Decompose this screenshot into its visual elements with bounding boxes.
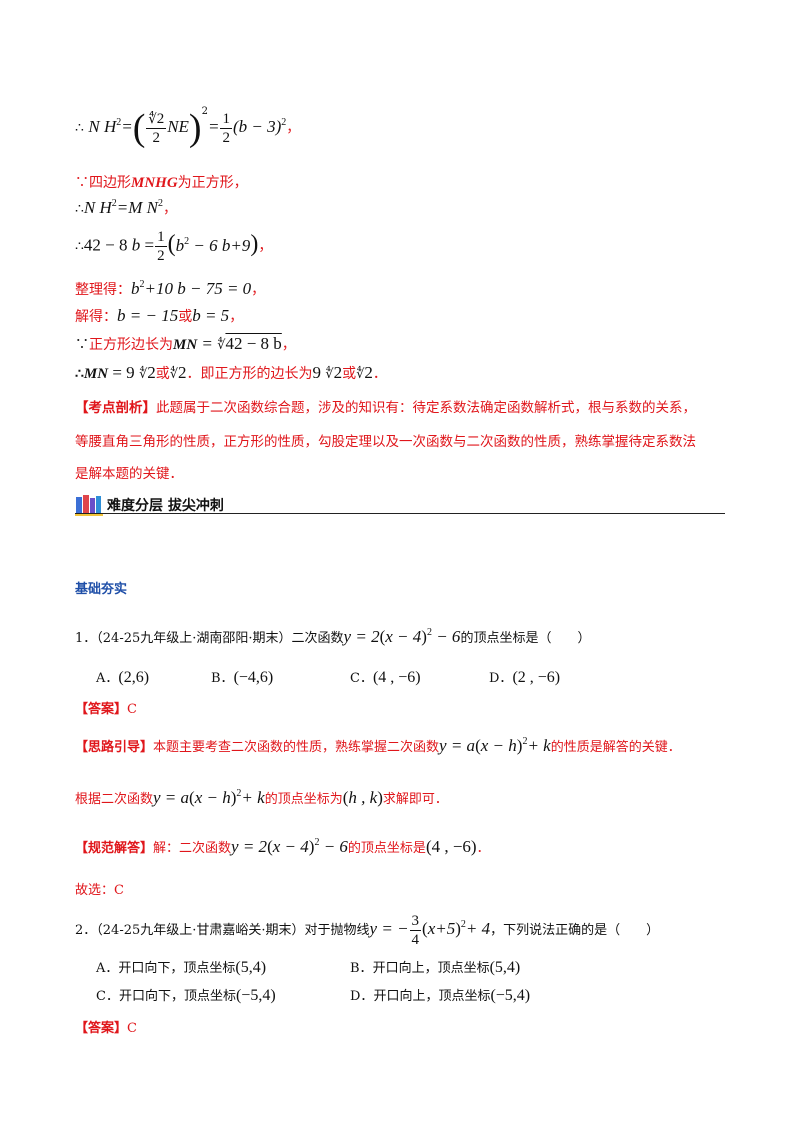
solve-line: 解得：b = − 15或b = 5， [75, 306, 244, 325]
analysis-line-1: 【考点剖析】此题属于二次函数综合题，涉及的知识有：待定系数法确定函数解析式，根与… [75, 400, 696, 416]
books-icon [75, 495, 103, 516]
q1-option-b[interactable]: B．(−4,6) [211, 669, 274, 686]
q1-basis: 根据二次函数y = a(x − h)2+ k的顶点坐标为(h , k)求解即可． [75, 788, 448, 807]
q1-hint: 【思路引导】本题主要考查二次函数的性质，熟练掌握二次函数y = a(x − h)… [75, 736, 681, 755]
eq-nh-mn: ∴N H2=M N2， [75, 198, 178, 217]
q1-option-a[interactable]: A．(2,6) [96, 669, 150, 686]
section-title: 基础夯实 [75, 582, 128, 597]
q1-stem: 1．（24-25九年级上·湖南邵阳·期末）二次函数y = 2(x − 4)2 −… [75, 627, 591, 646]
q1-final: 故选：C [75, 883, 124, 898]
q2-option-b[interactable]: B．开口向上，顶点坐标(5,4) [350, 959, 521, 976]
q2-answer: 【答案】C [75, 1021, 137, 1036]
section-header-title: 难度分层 拔尖冲刺 [107, 498, 224, 514]
q1-option-c[interactable]: C．(4 , −6) [350, 669, 421, 686]
q1-solution: 【规范解答】解：二次函数y = 2(x − 4)2 − 6的顶点坐标是(4 , … [75, 837, 490, 856]
q1-option-d[interactable]: D．(2 , −6) [489, 669, 561, 686]
q2-option-c[interactable]: C．开口向下，顶点坐标(−5,4) [96, 987, 276, 1004]
section-header: 难度分层 拔尖冲刺 [75, 494, 725, 516]
square-statement: ∵四边形MNHG为正方形， [75, 175, 248, 191]
side-length-line: ∵正方形边长为MN = ∜42 − 8 b， [75, 334, 296, 353]
q2-option-d[interactable]: D．开口向上，顶点坐标(−5,4) [350, 987, 531, 1004]
analysis-line-2: 等腰直角三角形的性质，正方形的性质，勾股定理以及一次函数与二次函数的性质，熟练掌… [75, 434, 696, 450]
analysis-line-3: 是解本题的关键． [75, 466, 183, 482]
q2-option-a[interactable]: A．开口向下，顶点坐标(5,4) [96, 959, 267, 976]
simplify-line: 整理得：b2+10 b − 75 = 0， [75, 279, 266, 298]
q1-answer: 【答案】C [75, 702, 137, 717]
result-line: ∴MN = 9 ∜2或∜2．即正方形的边长为9 ∜2或∜2． [75, 363, 387, 382]
